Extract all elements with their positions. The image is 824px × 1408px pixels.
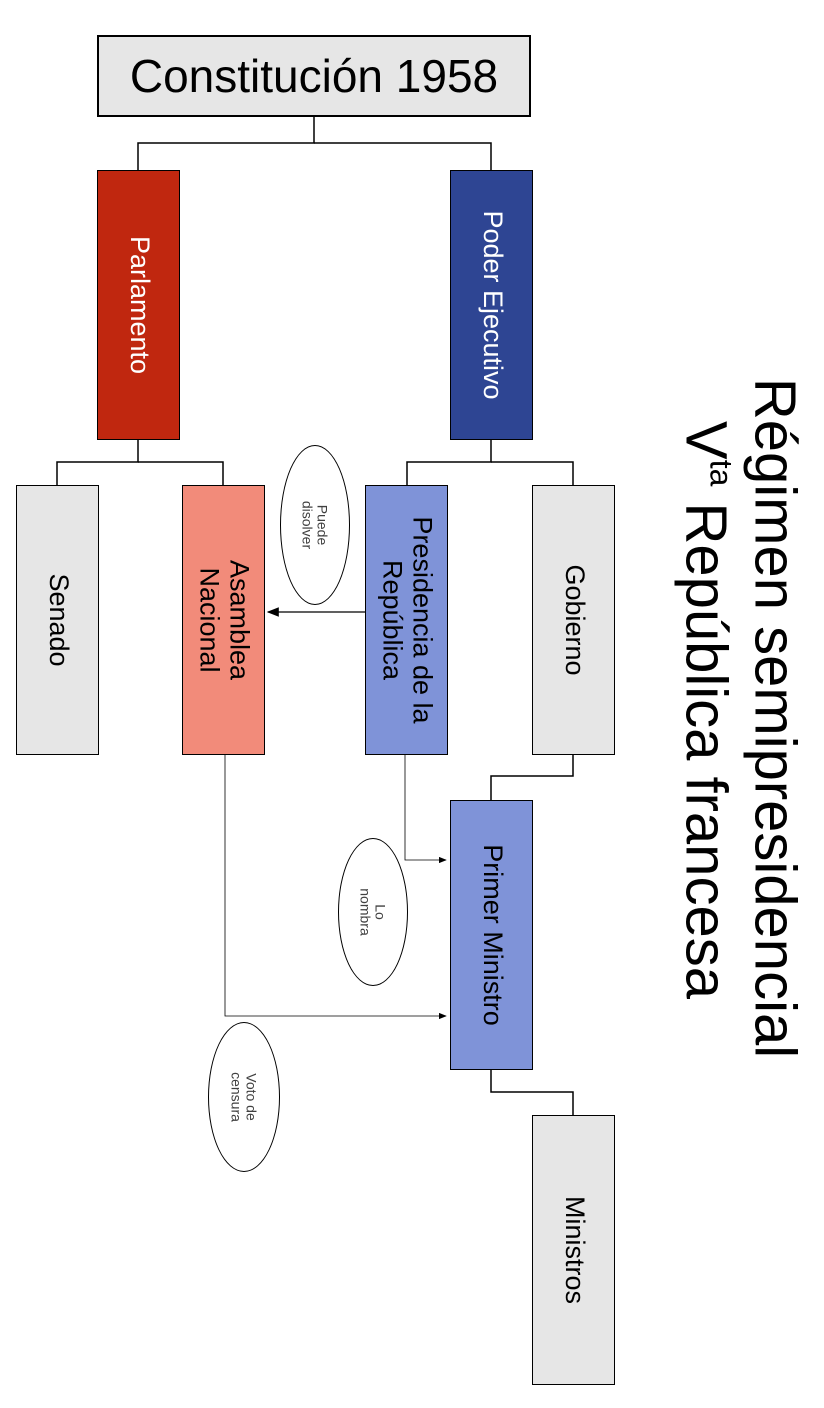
- senado-label: Senado: [43, 573, 74, 667]
- ministros-label: Ministros: [559, 1195, 590, 1305]
- title-line2: Vta República francesa: [673, 421, 740, 999]
- title-line2-sup: ta: [703, 459, 740, 487]
- node-presidencia: Presidencia de la República: [365, 485, 448, 755]
- constitucion-label: Constitución 1958: [129, 50, 499, 102]
- connector-constitucion-ejecutivo: [314, 142, 492, 170]
- lo-nombra-label: Lo nombra: [358, 888, 389, 936]
- connector-primer-ministro-ministros: [490, 1070, 574, 1115]
- connector-gobierno-primer-ministro: [490, 755, 574, 800]
- parlamento-label: Parlamento: [124, 235, 155, 375]
- title-line1: Régimen semipresidencial: [742, 377, 808, 1059]
- node-parlamento: Parlamento: [97, 170, 180, 440]
- relation-voto-censura: Voto de censura: [208, 1022, 280, 1172]
- node-senado: Senado: [16, 485, 99, 755]
- arrow-lo-nombra: [404, 755, 447, 864]
- node-asamblea-nacional: Asamblea Nacional: [182, 485, 265, 755]
- title-line2-rest: República francesa: [673, 486, 739, 999]
- voto-censura-label: Voto de censura: [229, 1072, 260, 1122]
- puede-disolver-label: Puede disolver: [300, 500, 331, 550]
- connector-ejecutivo-gobierno: [491, 461, 574, 485]
- node-poder-ejecutivo: Poder Ejecutivo: [450, 170, 533, 440]
- primer-ministro-label: Primer Ministro: [477, 844, 508, 1026]
- relation-lo-nombra: Lo nombra: [338, 838, 408, 986]
- presidencia-label: Presidencia de la República: [377, 516, 438, 724]
- node-gobierno: Gobierno: [532, 485, 615, 755]
- arrow-voto-censura: [224, 755, 447, 1020]
- node-constitucion: Constitución 1958: [97, 35, 531, 117]
- connector-parlamento: [56, 440, 139, 485]
- connector-constitucion: [137, 117, 315, 170]
- node-ministros: Ministros: [532, 1115, 615, 1385]
- title-line2-prefix: V: [673, 421, 739, 460]
- poder-ejecutivo-label: Poder Ejecutivo: [477, 210, 508, 400]
- relation-puede-disolver: Puede disolver: [280, 445, 350, 605]
- connector-parlamento-asamblea: [138, 461, 224, 485]
- asamblea-label: Asamblea Nacional: [194, 559, 255, 681]
- connector-ejecutivo: [406, 440, 492, 485]
- node-primer-ministro: Primer Ministro: [450, 800, 533, 1070]
- gobierno-label: Gobierno: [559, 564, 590, 676]
